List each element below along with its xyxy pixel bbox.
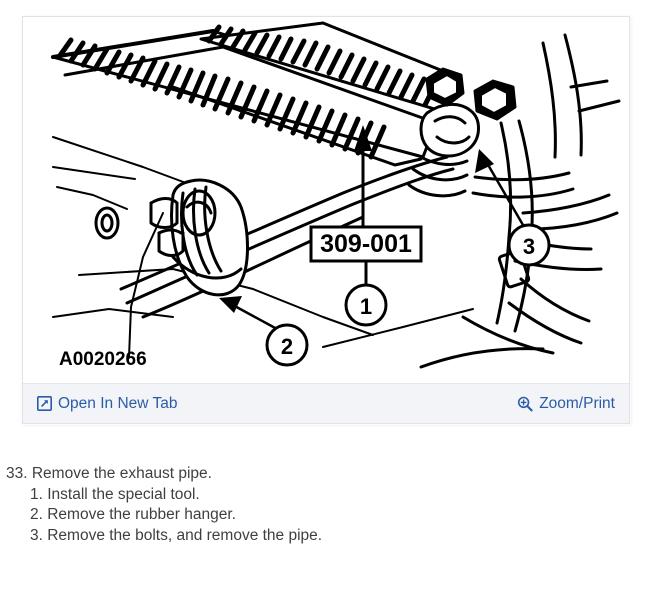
magnifier-plus-icon bbox=[517, 396, 533, 412]
callout-3-bolts: 3 bbox=[475, 149, 551, 267]
pipe-flange-bracket bbox=[407, 33, 621, 369]
special-tool-label: 309-001 bbox=[320, 230, 412, 258]
procedure-substep: 2. Remove the rubber hanger. bbox=[30, 506, 236, 523]
technical-illustration: 309-001 1 2 3 A0020266 bbox=[23, 17, 629, 383]
procedure-substep-list: 1. Install the special tool. 2. Remove t… bbox=[0, 485, 654, 544]
open-in-new-tab-icon bbox=[37, 396, 52, 411]
callout-number-2: 2 bbox=[281, 334, 293, 359]
callout-number-3: 3 bbox=[523, 234, 535, 259]
callout-number-1: 1 bbox=[360, 294, 372, 319]
callout-1-special-tool: 309-001 1 bbox=[309, 125, 423, 327]
procedure-substep: 1. Install the special tool. bbox=[30, 485, 200, 503]
procedure-instructions: 33. Remove the exhaust pipe. 1. Install … bbox=[0, 466, 654, 548]
procedure-substep: 3. Remove the bolts, and remove the pipe… bbox=[30, 526, 323, 544]
open-in-new-tab-button[interactable]: Open In New Tab bbox=[37, 396, 177, 412]
callout-2-rubber-hanger: 2 bbox=[219, 296, 309, 367]
heat-shield-upper-right bbox=[199, 21, 455, 115]
image-viewer-panel: 309-001 1 2 3 A0020266 bbox=[22, 16, 630, 424]
exhaust-pipe-diagram[interactable]: 309-001 1 2 3 A0020266 bbox=[23, 17, 629, 383]
rubber-hanger bbox=[149, 178, 249, 297]
bushing-detail bbox=[94, 206, 120, 240]
procedure-step: 33. Remove the exhaust pipe. bbox=[6, 465, 212, 482]
viewer-toolbar: Open In New Tab Zoom/Print bbox=[23, 383, 629, 423]
zoom-print-label: Zoom/Print bbox=[539, 394, 615, 412]
figure-id-label: A0020266 bbox=[59, 349, 147, 370]
zoom-print-button[interactable]: Zoom/Print bbox=[517, 396, 615, 412]
open-in-new-tab-label: Open In New Tab bbox=[58, 394, 178, 412]
